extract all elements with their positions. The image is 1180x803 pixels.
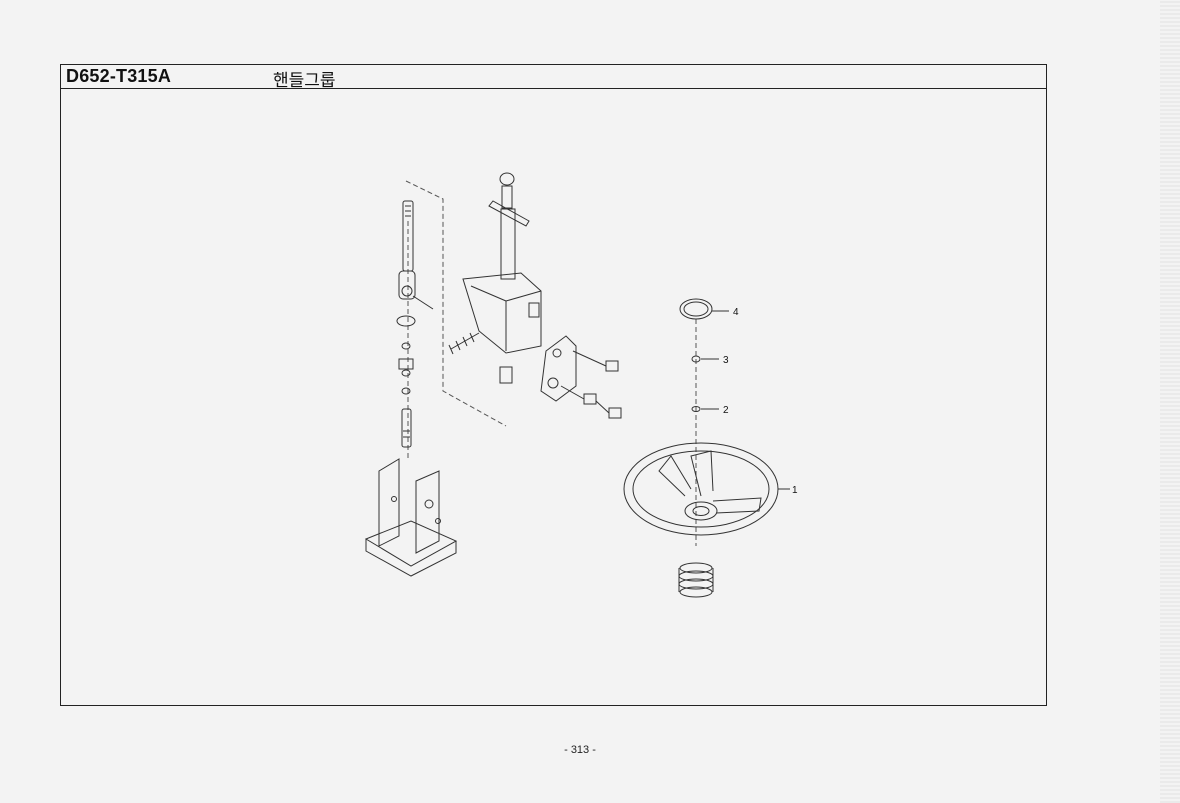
steering-shaft-assembly — [396, 200, 434, 448]
steering-wheel-group — [623, 298, 790, 598]
part-code: D652-T315A — [66, 66, 172, 86]
callout-3: 3 — [723, 355, 729, 366]
parts-diagram-frame: D652-T315A 핸들그룹 — [60, 64, 1047, 706]
assembly-guide-lines — [405, 180, 697, 546]
page-number: - 313 - — [564, 744, 596, 756]
page-edge-shading — [1160, 0, 1180, 803]
column-base-bracket — [364, 458, 458, 577]
group-title: 핸들그룹 — [273, 71, 336, 90]
callout-2: 2 — [723, 405, 729, 416]
header-bar: D652-T315A 핸들그룹 — [61, 65, 1046, 90]
callout-1: 1 — [792, 485, 798, 496]
callout-4: 4 — [733, 307, 739, 318]
column-support-bracket — [448, 172, 622, 419]
exploded-view-drawing: 4 3 2 1 — [364, 172, 798, 598]
